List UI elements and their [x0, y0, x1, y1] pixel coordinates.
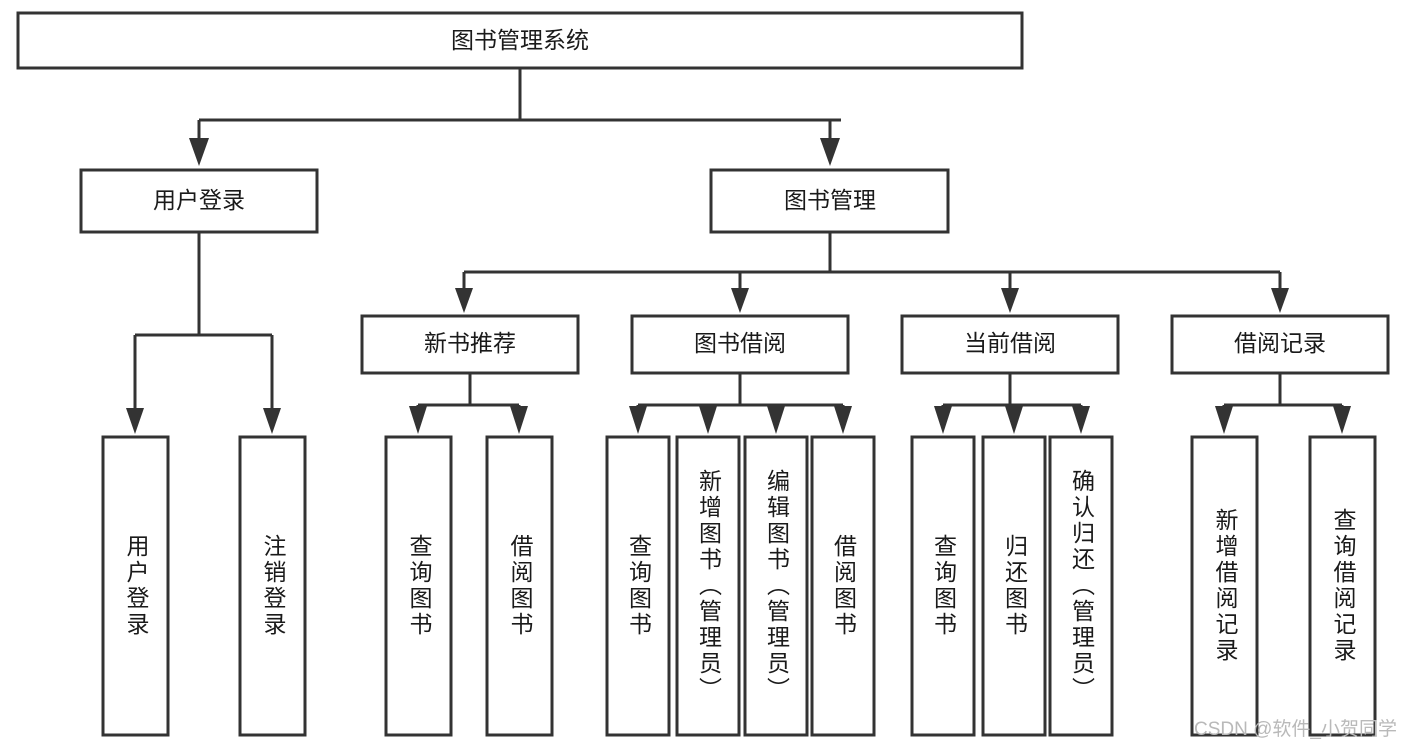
node-book-borrow[interactable]: 图书借阅: [630, 314, 850, 375]
arrow-head-book-borrow: [731, 288, 749, 313]
node-borrow-record[interactable]: 借阅记录: [1170, 314, 1390, 375]
leaf-return-book-rect[interactable]: [981, 435, 1047, 737]
node-current-borrow-label: 当前借阅: [964, 330, 1056, 356]
leaf-user-login-rect[interactable]: [101, 435, 170, 737]
node-new-book-rec-label: 新书推荐: [424, 330, 516, 356]
leaf-add-book-rect[interactable]: [675, 435, 741, 737]
node-user-login[interactable]: 用户登录: [79, 168, 319, 234]
leaf-query-book-rec-rect[interactable]: [384, 435, 453, 737]
arrow-head-leaf-logout: [263, 408, 281, 434]
node-book-borrow-rect[interactable]: [630, 314, 850, 375]
node-book-borrow-label: 图书借阅: [694, 330, 786, 356]
arrow-head-leaf-query-book-bor: [629, 406, 647, 434]
leaf-query-record-rect[interactable]: [1308, 435, 1377, 737]
leaf-query-book-cur-rect[interactable]: [910, 435, 976, 737]
arrow-head-leaf-query-record: [1333, 406, 1351, 434]
connector-group-new-book-rec: [409, 373, 528, 434]
arrow-head-leaf-user-login: [126, 408, 144, 434]
arrow-head-leaf-query-book-cur: [934, 406, 952, 434]
arrow-head-borrow-record: [1271, 288, 1289, 313]
arrow-head-leaf-borrow-book-rec: [510, 406, 528, 434]
arrow-head-current-borrow: [1001, 288, 1019, 313]
node-root-rect[interactable]: [16, 11, 1024, 70]
connector-group-root: [189, 68, 841, 166]
arrow-head-user-login: [189, 138, 209, 166]
node-book-manage-label: 图书管理: [784, 187, 876, 213]
connector-group-current-borrow: [934, 373, 1090, 434]
arrow-head-leaf-add-record: [1215, 406, 1233, 434]
leaf-query-book-bor-rect[interactable]: [605, 435, 671, 737]
node-borrow-record-label: 借阅记录: [1234, 330, 1326, 356]
arrow-head-leaf-borrow-book-bor: [834, 406, 852, 434]
arrow-head-book-manage: [820, 138, 840, 166]
leaf-rect-layer: [101, 435, 1377, 737]
node-root[interactable]: 图书管理系统: [16, 11, 1024, 70]
node-current-borrow-rect[interactable]: [900, 314, 1120, 375]
node-user-login-rect[interactable]: [79, 168, 319, 234]
leaf-logout-rect[interactable]: [238, 435, 307, 737]
node-user-login-label: 用户登录: [153, 187, 245, 213]
arrow-head-new-book-rec: [455, 288, 473, 313]
node-borrow-record-rect[interactable]: [1170, 314, 1390, 375]
node-new-book-rec[interactable]: 新书推荐: [360, 314, 580, 375]
connector-group-user-login: [126, 232, 281, 434]
leaf-confirm-return-rect[interactable]: [1048, 435, 1114, 737]
arrow-head-leaf-edit-book: [767, 406, 785, 434]
leaf-borrow-book-rec-rect[interactable]: [485, 435, 554, 737]
arrow-head-leaf-return-book: [1005, 406, 1023, 434]
connector-group-book-borrow: [629, 373, 852, 434]
leaf-add-record-rect[interactable]: [1190, 435, 1259, 737]
connector-group-book-manage: [455, 232, 1289, 313]
connector-group-borrow-record: [1215, 373, 1351, 434]
node-new-book-rec-rect[interactable]: [360, 314, 580, 375]
arrow-head-leaf-confirm-return: [1072, 406, 1090, 434]
arrow-head-leaf-query-book-rec: [409, 406, 427, 434]
leaf-borrow-book-bor-rect[interactable]: [810, 435, 876, 737]
node-root-label: 图书管理系统: [451, 27, 589, 53]
node-book-manage[interactable]: 图书管理: [709, 168, 950, 234]
node-current-borrow[interactable]: 当前借阅: [900, 314, 1120, 375]
leaf-edit-book-rect[interactable]: [743, 435, 809, 737]
arrow-head-leaf-add-book: [699, 406, 717, 434]
node-book-manage-rect[interactable]: [709, 168, 950, 234]
